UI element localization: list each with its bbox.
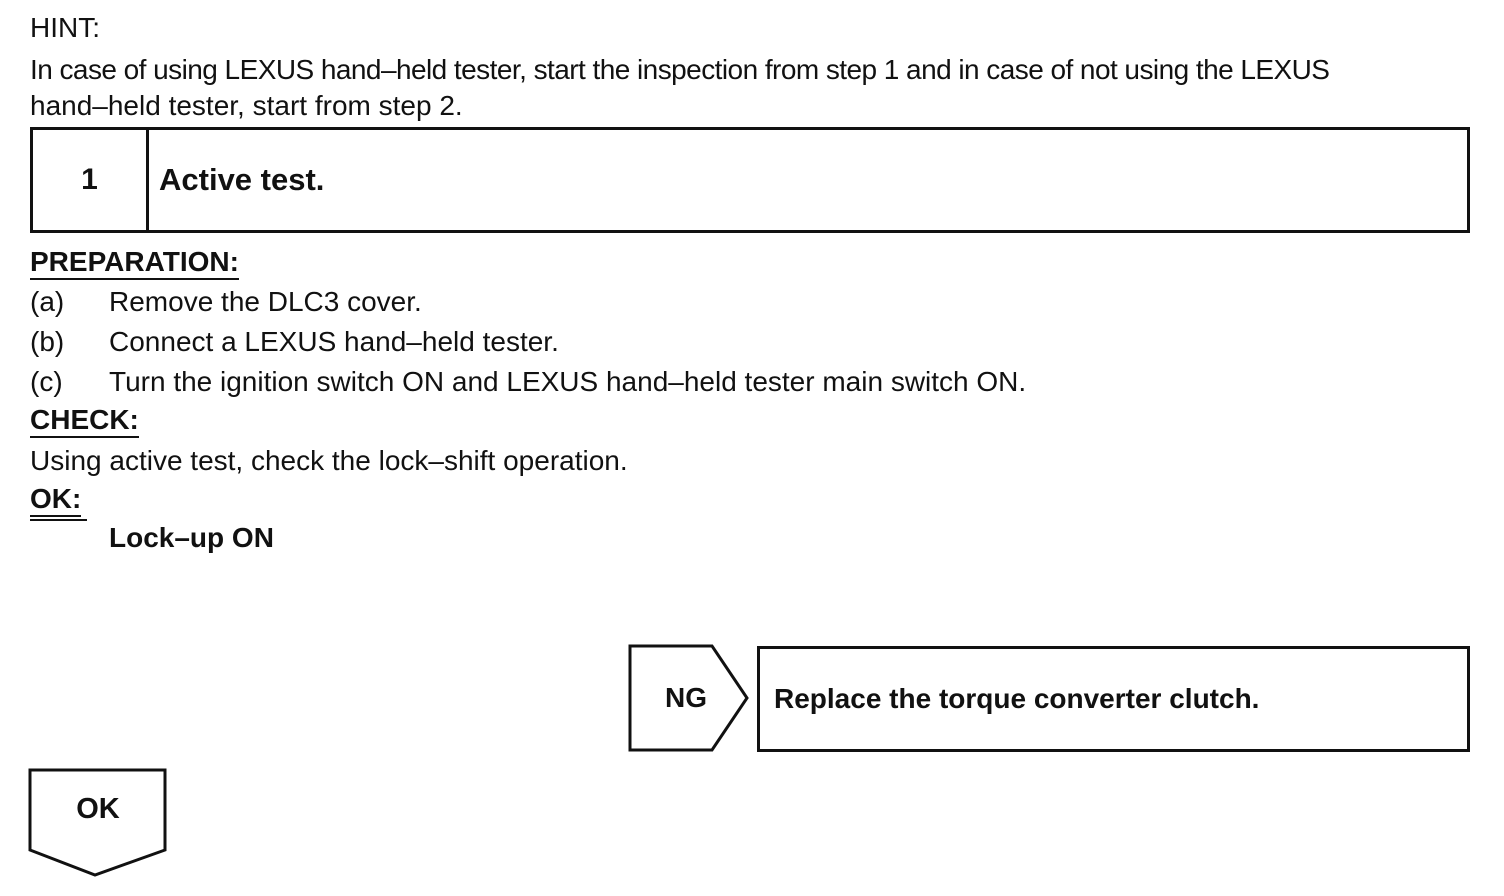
ok-spec-rule — [30, 519, 87, 521]
ok-arrow-shape — [28, 768, 167, 877]
ok-spec-value: Lock–up ON — [109, 522, 274, 553]
step-title: Active test. — [159, 162, 325, 197]
ok-spec-heading-text: OK: — [30, 483, 82, 517]
ng-label: NG — [665, 682, 707, 713]
ng-arrow-shape — [628, 644, 749, 752]
preparation-heading-text: PREPARATION: — [30, 246, 239, 280]
ng-action-box: Replace the torque converter clutch. — [757, 646, 1470, 752]
hint-text-line1: In case of using LEXUS hand–held tester,… — [30, 54, 1330, 85]
prep-item-a-text: Remove the DLC3 cover. — [109, 286, 422, 317]
prep-item-c-marker: (c) — [30, 366, 63, 397]
step-number: 1 — [33, 130, 149, 230]
preparation-heading: PREPARATION: — [30, 246, 239, 280]
ok-spec-heading: OK: — [30, 483, 82, 517]
prep-item-b-text: Connect a LEXUS hand–held tester. — [109, 326, 559, 357]
ok-label: OK — [76, 792, 120, 825]
prep-item-c-text: Turn the ignition switch ON and LEXUS ha… — [109, 366, 1027, 397]
check-heading: CHECK: — [30, 404, 139, 438]
check-heading-text: CHECK: — [30, 404, 139, 438]
prep-item-b-marker: (b) — [30, 326, 65, 357]
check-text: Using active test, check the lock–shift … — [30, 445, 628, 476]
step-header-box: 1 Active test. — [30, 127, 1470, 233]
prep-item-a-marker: (a) — [30, 286, 65, 317]
ng-action-text: Replace the torque converter clutch. — [774, 683, 1260, 714]
hint-label: HINT: — [30, 12, 100, 43]
hint-text-line2: hand–held tester, start from step 2. — [30, 90, 463, 121]
